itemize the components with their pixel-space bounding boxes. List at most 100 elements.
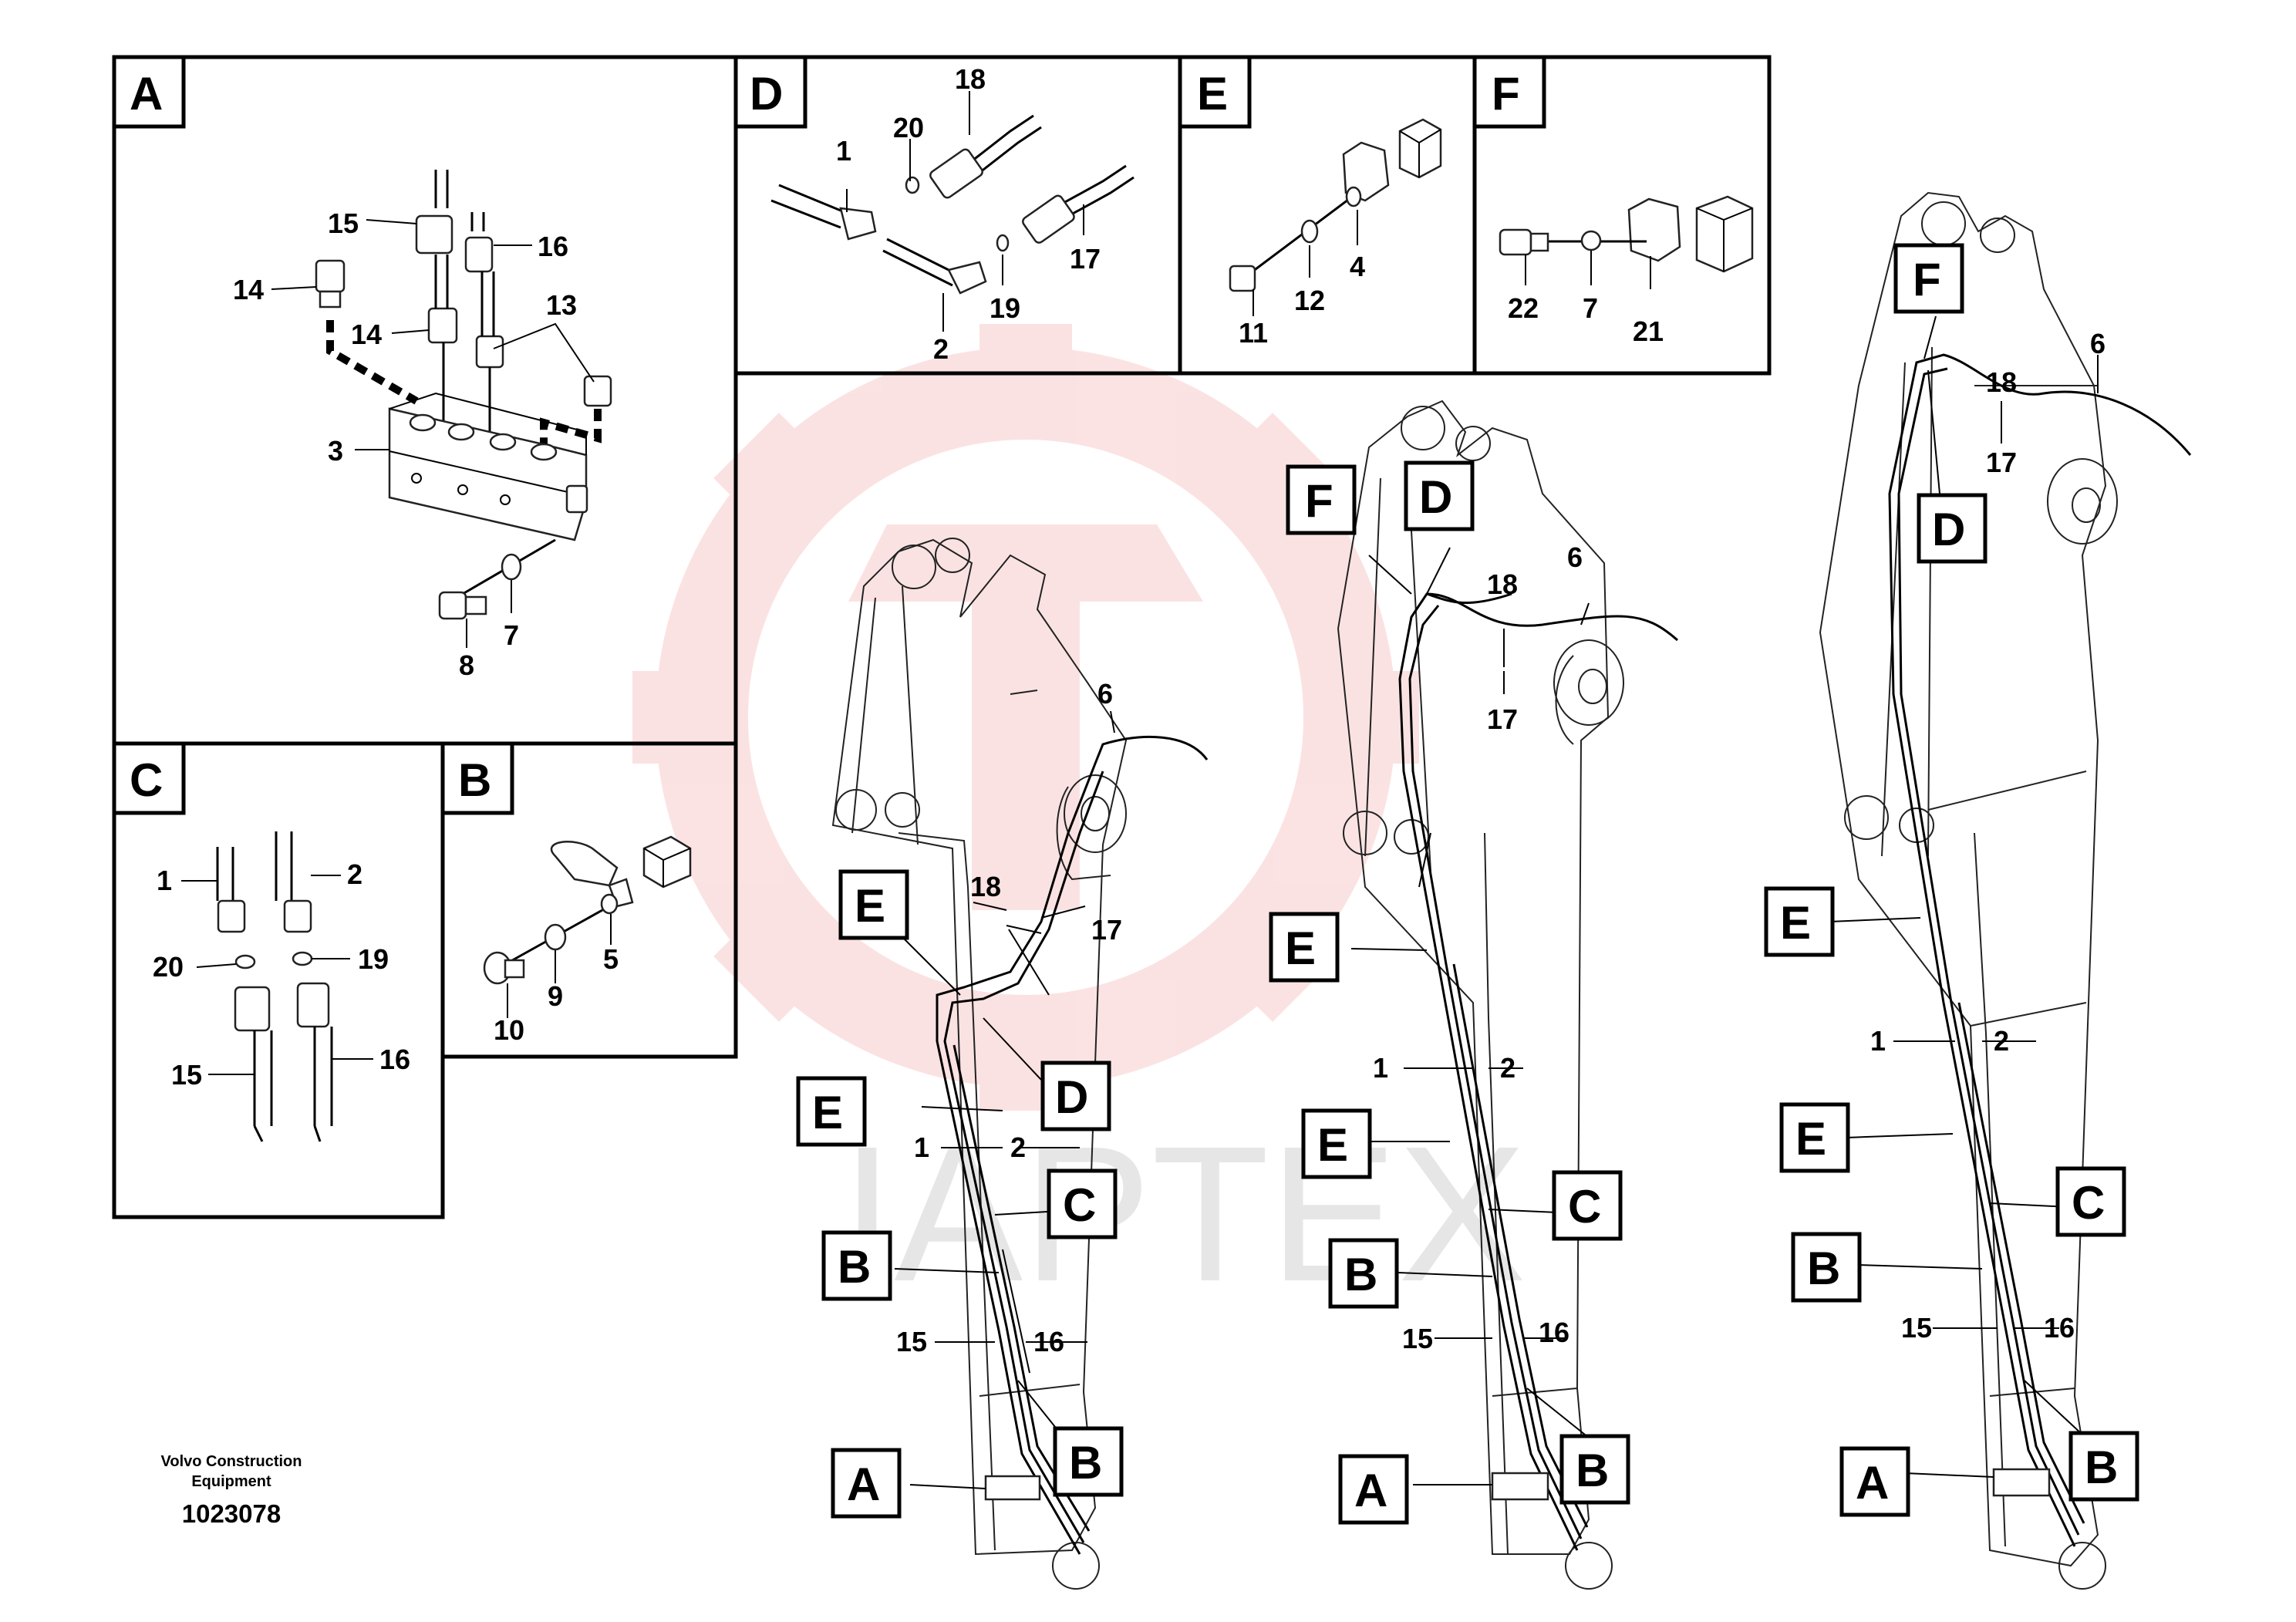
boom-1-label-17: 17 <box>1091 914 1122 946</box>
panel-F-label-21: 21 <box>1633 315 1664 347</box>
watermark-text: IAPTEX <box>841 1106 1526 1321</box>
boom-2-callout-B-mid-letter: B <box>1344 1249 1377 1300</box>
boom-2-callout-B-low <box>1559 1434 1630 1505</box>
boom-3-callout-A <box>1839 1446 1910 1517</box>
boom-1-callout-E-mid-letter: E <box>812 1087 843 1138</box>
boom-3-callout-F-letter: F <box>1913 254 1941 305</box>
panel-A-frame <box>112 55 738 746</box>
boom-1-callout-D-letter: D <box>1055 1071 1088 1123</box>
boom-1-callout-E-top-letter: E <box>855 880 885 932</box>
panel-D-label-19: 19 <box>990 292 1020 324</box>
boom-3-callout-E-mid-letter: E <box>1795 1113 1826 1165</box>
panel-C-label-16: 16 <box>379 1044 410 1075</box>
boom-1-label-18: 18 <box>970 871 1001 902</box>
boom-3-callout-F <box>1893 243 1964 314</box>
panel-A-label-14a: 14 <box>233 274 264 305</box>
boom-2-callout-E-top-letter: E <box>1285 922 1316 974</box>
boom-3-callout-B-mid-letter: B <box>1807 1243 1840 1294</box>
boom-1-callout-D <box>1040 1061 1111 1131</box>
boom-3-callout-C <box>2055 1166 2126 1237</box>
boom-1-callout-B-low <box>1053 1426 1124 1497</box>
boom-3-callout-D <box>1917 493 1988 564</box>
boom-3-callout-C-letter: C <box>2072 1177 2105 1229</box>
panel-B-letter: B <box>458 754 491 806</box>
boom-3-callout-A-letter: A <box>1856 1457 1889 1509</box>
boom-3-callout-E-top-letter: E <box>1780 897 1811 949</box>
panel-A-label-14b: 14 <box>351 319 382 350</box>
boom-3-label-17: 17 <box>1986 447 2017 478</box>
boom-2-label-16: 16 <box>1539 1317 1569 1348</box>
boom-3-label-2: 2 <box>1994 1025 2009 1057</box>
boom-3-callout-E-top <box>1764 886 1835 957</box>
panel-D-label-1: 1 <box>836 135 851 167</box>
boom-2-callout-E-top <box>1269 912 1340 983</box>
panel-A-label-13: 13 <box>546 289 577 321</box>
boom-3-label-6: 6 <box>2090 328 2106 359</box>
boom-3-callout-B-mid <box>1791 1232 1862 1303</box>
panel-D-label-2: 2 <box>933 333 949 365</box>
boom-1-manifold <box>984 1475 1041 1501</box>
panel-B-frame <box>440 741 738 1059</box>
panel-F-label-22: 22 <box>1508 292 1539 324</box>
panel-E-label-11: 11 <box>1239 317 1268 349</box>
panel-B-drawing: 10 9 5 <box>483 835 692 1046</box>
panel-B-label-5: 5 <box>603 943 619 975</box>
boom-3-label-18: 18 <box>1986 366 2017 398</box>
boom-2-callout-F-letter: F <box>1305 475 1333 527</box>
boom-2-callout-B-mid <box>1328 1238 1399 1309</box>
panel-F-frame <box>1472 55 1772 376</box>
boom-2-label-2: 2 <box>1500 1052 1515 1084</box>
panel-A-label-7: 7 <box>504 619 519 651</box>
panel-E-label-4: 4 <box>1350 251 1365 282</box>
panel-E-label-12: 12 <box>1294 285 1325 316</box>
panel-B-label-9: 9 <box>548 980 563 1012</box>
panel-F-drawing: 22 7 21 <box>1499 195 1754 347</box>
panel-C-label-1: 1 <box>157 865 172 896</box>
boom-2-label-15: 15 <box>1402 1323 1433 1354</box>
footer-company-name: Volvo Construction Equipment <box>160 1453 302 1490</box>
boom-3-manifold <box>1992 1468 2051 1497</box>
panel-C-drawing: 1 2 20 19 15 16 <box>153 831 410 1142</box>
boom-3-label-15: 15 <box>1901 1312 1932 1344</box>
boom-3-callout-B-low <box>2068 1431 2139 1502</box>
boom-1: 6 18 17 1 2 15 16 E D E C B B A <box>796 538 1209 1590</box>
boom-2-label-18: 18 <box>1487 568 1518 600</box>
boom-1-label-2: 2 <box>1010 1131 1026 1163</box>
panel-D-letter: D <box>750 68 783 120</box>
boom-1-callout-B-mid <box>821 1230 892 1301</box>
boom-3-callout-B-low-letter: B <box>2085 1442 2118 1493</box>
boom-1-callout-E-mid <box>796 1076 867 1147</box>
boom-1-callout-E-top <box>838 869 909 940</box>
boom-2-callout-E-mid <box>1301 1108 1372 1179</box>
boom-2-label-1: 1 <box>1373 1052 1388 1084</box>
boom-2: 18 6 17 1 2 15 16 F D E E C B B A <box>1269 400 1678 1590</box>
panel-A-label-8: 8 <box>459 649 474 681</box>
boom-1-label-1: 1 <box>914 1131 929 1163</box>
panel-A-label-15: 15 <box>328 207 359 239</box>
boom-2-callout-F <box>1286 464 1357 535</box>
boom-2-callout-C-letter: C <box>1568 1181 1601 1233</box>
panel-C-label-2: 2 <box>347 858 362 890</box>
watermark-logo <box>632 324 1419 1111</box>
boom-2-manifold <box>1491 1472 1549 1501</box>
boom-1-callout-B-mid-letter: B <box>838 1241 871 1293</box>
panel-A-label-3: 3 <box>328 435 343 467</box>
boom-2-callout-A <box>1338 1454 1409 1525</box>
boom-1-label-6: 6 <box>1097 678 1113 710</box>
panel-D-label-18: 18 <box>955 63 986 95</box>
boom-3: 6 18 17 1 2 15 16 F D E E C B B A <box>1764 191 2192 1590</box>
boom-1-callout-B-low-letter: B <box>1069 1437 1102 1489</box>
boom-1-label-16: 16 <box>1033 1326 1064 1357</box>
boom-1-callout-C <box>1047 1168 1118 1239</box>
boom-3-callout-E-mid <box>1779 1102 1850 1173</box>
panel-F-label-7: 7 <box>1583 292 1598 324</box>
panel-D-label-17: 17 <box>1070 243 1101 275</box>
panel-A-label-16: 16 <box>538 231 568 262</box>
panel-D-drawing: 18 1 20 17 19 2 <box>770 63 1135 365</box>
panel-C-label-15: 15 <box>171 1059 202 1091</box>
panel-frames <box>112 55 1772 1219</box>
panel-C-letter: C <box>130 754 163 806</box>
boom-2-callout-D-letter: D <box>1419 471 1452 523</box>
